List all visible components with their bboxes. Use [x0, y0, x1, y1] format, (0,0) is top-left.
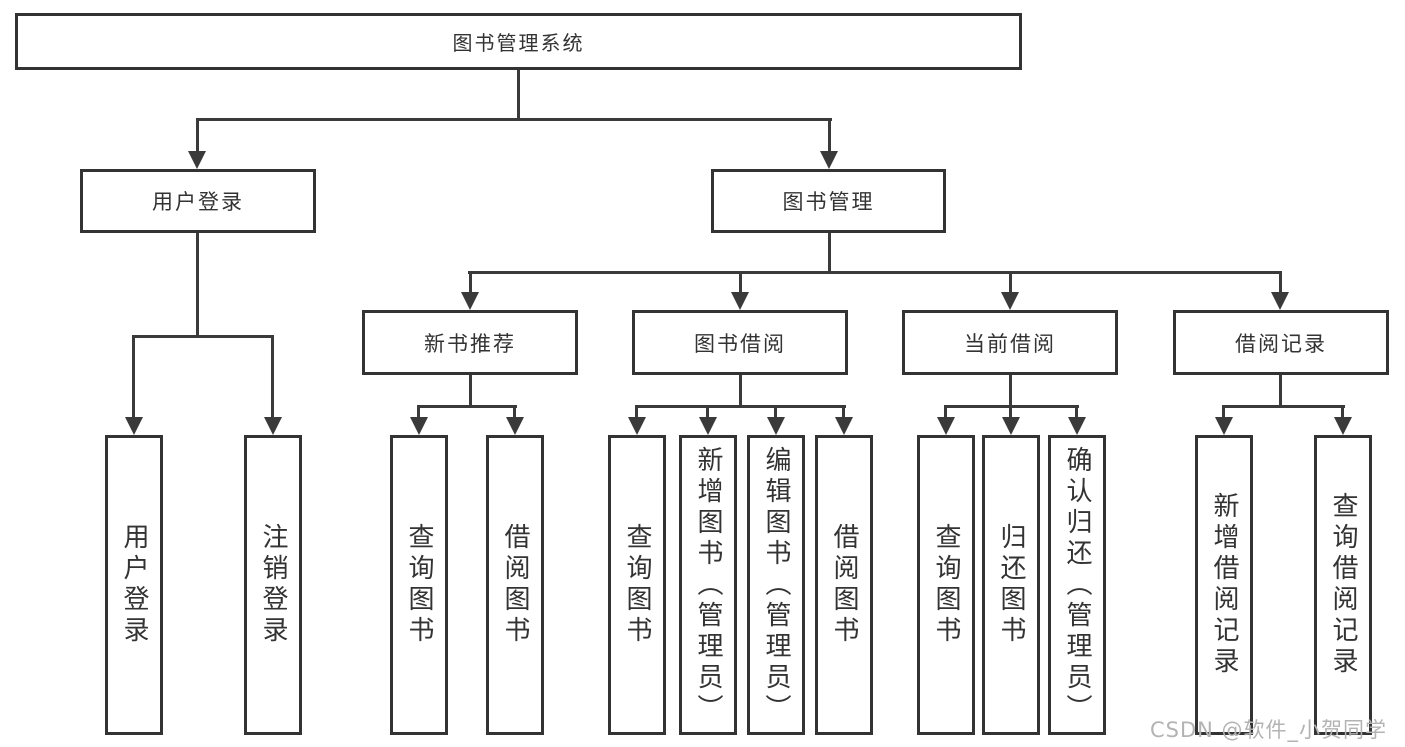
- node-library-management-system: 图书管理系统: [15, 13, 1022, 70]
- leaf-current-return-books: 归还图书: [982, 435, 1040, 735]
- node-user-login: 用户登录: [80, 169, 316, 233]
- arrow-down-icon: [767, 417, 785, 435]
- node-current-borrowing: 当前借阅: [902, 310, 1118, 375]
- leaf-label: 查询借阅记录: [1328, 492, 1358, 678]
- leaf-label: 新增借阅记录: [1209, 492, 1239, 678]
- connector-line: [1009, 271, 1012, 294]
- connector-line: [469, 375, 472, 407]
- leaf-label: 借阅图书: [500, 523, 530, 647]
- node-label: 图书借阅: [694, 331, 786, 356]
- arrow-down-icon: [264, 417, 282, 435]
- node-label: 当前借阅: [964, 331, 1056, 356]
- arrow-down-icon: [410, 417, 428, 435]
- arrow-down-icon: [1001, 292, 1019, 310]
- node-new-book-recommendation: 新书推荐: [362, 310, 578, 375]
- connector-line: [469, 271, 472, 294]
- leaf-records-query-record: 查询借阅记录: [1314, 435, 1372, 735]
- connector-line: [635, 405, 638, 419]
- leaf-logout: 注销登录: [244, 435, 302, 735]
- csdn-watermark: CSDN @软件_小贺同学: [1150, 718, 1388, 742]
- node-label: 图书管理: [782, 190, 875, 214]
- leaf-current-query-books: 查询图书: [917, 435, 975, 735]
- connector-line: [417, 405, 517, 408]
- node-borrowing-records: 借阅记录: [1173, 310, 1389, 375]
- arrow-down-icon: [1002, 417, 1020, 435]
- arrow-down-icon: [461, 292, 479, 310]
- connector-line: [842, 405, 845, 419]
- connector-line: [1009, 375, 1012, 407]
- connector-line: [1279, 375, 1282, 407]
- connector-line: [739, 271, 742, 294]
- arrow-down-icon: [125, 417, 143, 435]
- connector-line: [774, 405, 777, 419]
- leaf-borrowing-borrow-books: 借阅图书: [815, 435, 873, 735]
- connector-line: [1279, 271, 1282, 294]
- arrow-down-icon: [835, 417, 853, 435]
- leaf-records-add-record: 新增借阅记录: [1195, 435, 1253, 735]
- arrow-down-icon: [1215, 417, 1233, 435]
- leaf-label: 归还图书: [996, 523, 1026, 647]
- connector-line: [271, 335, 274, 419]
- arrow-down-icon: [1334, 417, 1352, 435]
- connector-line: [196, 118, 832, 121]
- node-book-borrowing: 图书借阅: [632, 310, 848, 375]
- connector-line: [196, 233, 199, 336]
- connector-line: [517, 70, 520, 119]
- connector-line: [417, 405, 420, 419]
- connector-line: [468, 271, 1282, 274]
- leaf-label: 新增图书（管理员）: [693, 445, 723, 725]
- connector-line: [1075, 405, 1078, 419]
- leaf-current-confirm-return-admin: 确认归还（管理员）: [1048, 435, 1106, 735]
- arrow-down-icon: [506, 417, 524, 435]
- node-label: 用户登录: [152, 190, 244, 214]
- connector-line: [635, 405, 846, 408]
- connector-line: [1009, 405, 1012, 419]
- node-label: 新书推荐: [424, 331, 516, 356]
- node-book-management: 图书管理: [711, 169, 946, 233]
- arrow-down-icon: [628, 417, 646, 435]
- leaf-label: 查询图书: [404, 523, 434, 647]
- leaf-label: 用户登录: [119, 523, 149, 647]
- connector-line: [944, 405, 947, 419]
- arrow-down-icon: [731, 292, 749, 310]
- arrow-down-icon: [1271, 292, 1289, 310]
- leaf-label: 编辑图书（管理员）: [761, 445, 791, 725]
- node-label: 借阅记录: [1235, 331, 1327, 356]
- arrow-down-icon: [188, 151, 206, 169]
- leaf-label: 借阅图书: [829, 523, 859, 647]
- leaf-label: 查询图书: [622, 523, 652, 647]
- arrow-down-icon: [699, 417, 717, 435]
- node-label: 图书管理系统: [452, 31, 585, 55]
- connector-line: [706, 405, 709, 419]
- connector-line: [1222, 405, 1225, 419]
- leaf-borrowing-query-books: 查询图书: [608, 435, 666, 735]
- connector-line: [828, 233, 831, 273]
- leaf-user-login: 用户登录: [105, 435, 163, 735]
- connector-line: [828, 118, 831, 153]
- connector-line: [132, 335, 135, 419]
- arrow-down-icon: [1068, 417, 1086, 435]
- connector-line: [1222, 405, 1345, 408]
- leaf-newbooks-query-books: 查询图书: [390, 435, 448, 735]
- connector-line: [1341, 405, 1344, 419]
- leaf-label: 查询图书: [931, 523, 961, 647]
- connector-line: [513, 405, 516, 419]
- connector-line: [132, 335, 274, 338]
- arrow-down-icon: [820, 151, 838, 169]
- arrow-down-icon: [937, 417, 955, 435]
- leaf-label: 确认归还（管理员）: [1062, 445, 1092, 725]
- connector-line: [739, 375, 742, 407]
- leaf-borrowing-add-books-admin: 新增图书（管理员）: [679, 435, 737, 735]
- leaf-borrowing-edit-books-admin: 编辑图书（管理员）: [747, 435, 805, 735]
- connector-line: [196, 118, 199, 153]
- leaf-newbooks-borrow-books: 借阅图书: [486, 435, 544, 735]
- leaf-label: 注销登录: [258, 523, 288, 647]
